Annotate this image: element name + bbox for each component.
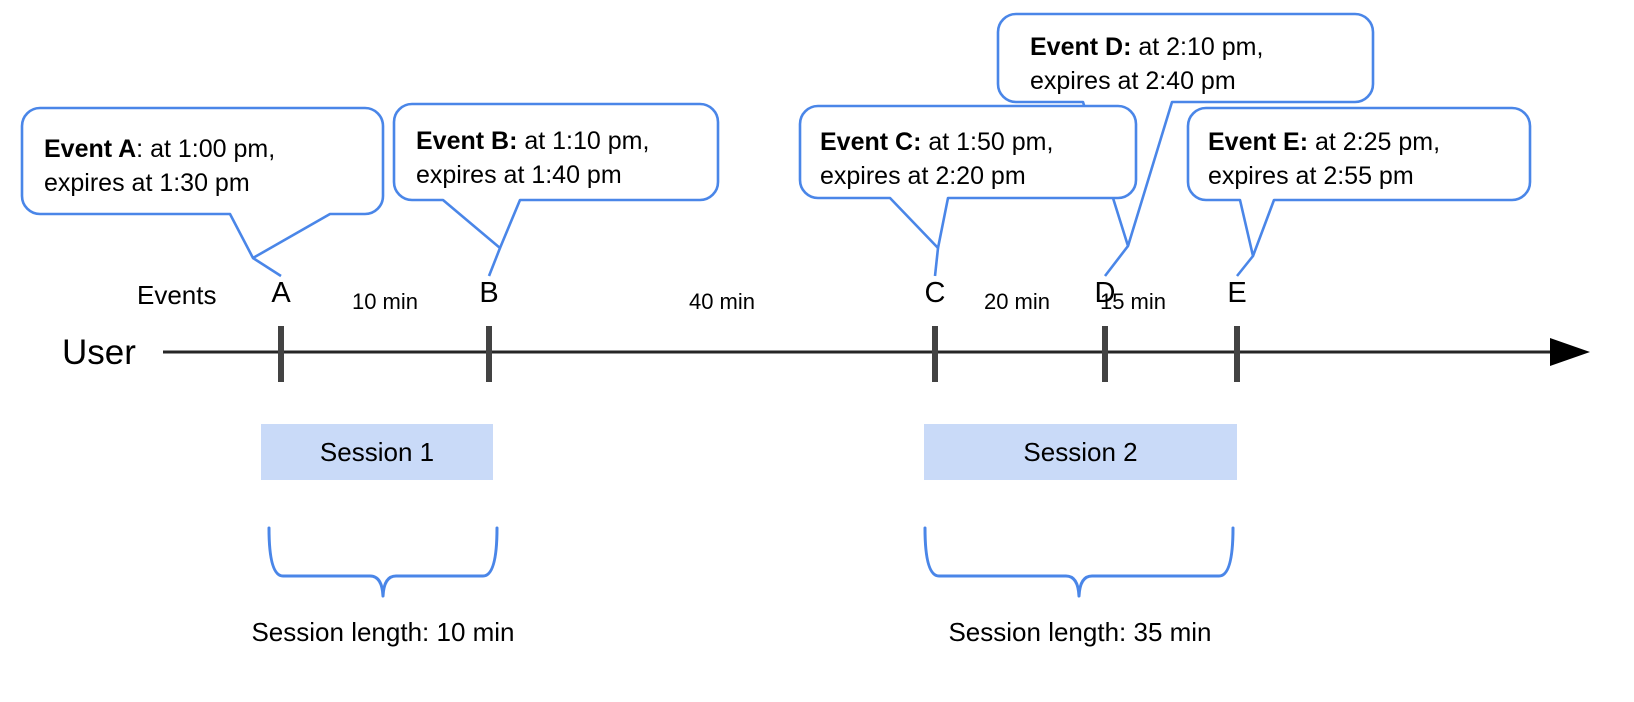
callout-c-bubble xyxy=(798,104,1138,250)
callout-e-text: Event E: at 2:25 pm, expires at 2:55 pm xyxy=(1208,125,1440,193)
gap-label-b-c: 40 min xyxy=(688,289,756,314)
callout-c-name: Event C: xyxy=(820,128,922,156)
callout-e-line2: expires at 2:55 pm xyxy=(1208,162,1414,190)
callout-e-time: at 2:25 pm, xyxy=(1314,128,1441,156)
callout-e-name: Event E: xyxy=(1208,128,1309,156)
tick-label-e: E xyxy=(1227,277,1247,309)
callout-event-e xyxy=(1186,106,1532,277)
callout-a-name: Event A xyxy=(44,135,137,163)
session-1-label: Session 1 xyxy=(319,436,435,467)
gap-label-d-e: 15 min xyxy=(1099,289,1167,314)
tick-label-a: A xyxy=(271,277,291,309)
gap-label-a-b: 10 min xyxy=(351,289,419,314)
callout-e-tail xyxy=(1235,255,1255,277)
brace-1-path xyxy=(267,526,499,598)
session-2-length-label: Session length: 35 min xyxy=(948,617,1212,647)
lane-label-events: Events xyxy=(137,280,217,310)
callout-a-bubble xyxy=(20,106,385,260)
session-block-1[interactable]: Session 1 xyxy=(261,424,493,480)
callout-b-bubble xyxy=(392,102,720,250)
callout-a-time: at 1:00 pm, xyxy=(150,135,276,163)
tick-label-c: C xyxy=(924,277,946,309)
callout-d-line2: expires at 2:40 pm xyxy=(1030,67,1236,95)
callout-d-text: Event D: at 2:10 pm, expires at 2:40 pm xyxy=(1030,30,1263,98)
callout-d-time: at 2:10 pm, xyxy=(1138,33,1264,61)
timeline-axis xyxy=(163,338,1590,366)
axis-ticks xyxy=(278,326,1240,382)
brace-2-path xyxy=(923,526,1235,598)
callout-event-c xyxy=(798,104,1138,277)
gap-label-c-d: 20 min xyxy=(983,289,1051,314)
callout-a-tail xyxy=(252,256,282,278)
brace-session-2 xyxy=(923,526,1235,598)
callout-event-d xyxy=(996,12,1375,277)
callout-c-time: at 1:50 pm, xyxy=(928,128,1054,156)
callout-c-tail xyxy=(933,247,940,277)
callout-d-bubble xyxy=(996,12,1375,248)
callout-c-text: Event C: at 1:50 pm, expires at 2:20 pm xyxy=(820,125,1053,193)
brace-session-1 xyxy=(267,526,499,598)
callout-b-tail xyxy=(487,247,502,277)
callout-event-a xyxy=(20,106,385,278)
callout-b-time: at 1:10 pm, xyxy=(524,127,650,155)
callout-a-line1: : xyxy=(136,135,151,163)
callout-b-line2: expires at 1:40 pm xyxy=(416,161,622,189)
callout-a-text: Event A: at 1:00 pm, expires at 1:30 pm xyxy=(44,132,275,200)
callout-d-name: Event D: xyxy=(1030,33,1132,61)
callout-b-name: Event B: xyxy=(416,127,518,155)
lane-label-user: User xyxy=(62,333,136,372)
callout-d-tail xyxy=(1103,245,1130,277)
callout-c-line2: expires at 2:20 pm xyxy=(820,162,1026,190)
axis-arrowhead xyxy=(1550,338,1590,366)
callout-b-text: Event B: at 1:10 pm, expires at 1:40 pm xyxy=(416,124,649,192)
session-block-2[interactable]: Session 2 xyxy=(924,424,1237,480)
tick-label-d: D xyxy=(1094,277,1116,309)
session-1-length-label: Session length: 10 min xyxy=(251,617,515,647)
callout-a-line2: expires at 1:30 pm xyxy=(44,169,250,197)
tick-label-b: B xyxy=(479,277,499,309)
session-2-label: Session 2 xyxy=(1023,436,1138,467)
callout-event-b xyxy=(392,102,720,277)
callout-e-bubble xyxy=(1186,106,1532,258)
